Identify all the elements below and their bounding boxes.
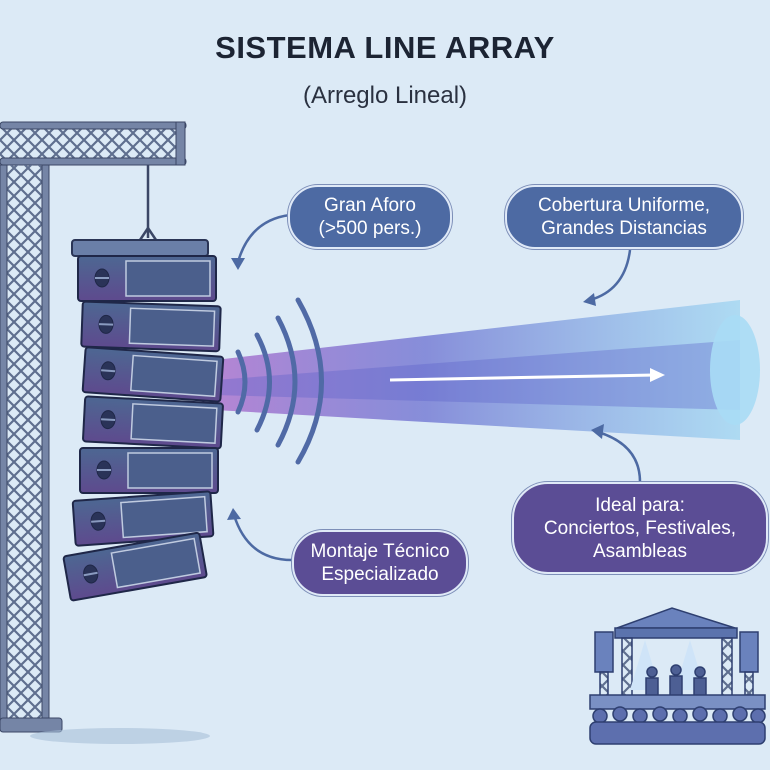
speaker-cabinet: [71, 490, 215, 547]
callout-uses-line1: Ideal para:: [595, 494, 685, 516]
callout-mounting-line1: Montaje Técnico: [310, 541, 450, 562]
callout-uses-line2: Conciertos, Festivales,: [543, 517, 737, 539]
callout-uses: Ideal para: Conciertos, Festivales, Asam…: [512, 482, 768, 574]
truss-structure: [0, 121, 210, 744]
callout-capacity-line2: (>500 pers.): [318, 218, 422, 239]
concert-stage-icon: [589, 607, 766, 745]
callout-coverage-line1: Cobertura Uniforme,: [537, 195, 711, 216]
speaker-array: [62, 239, 225, 602]
chain: [138, 165, 158, 241]
callout-coverage: Cobertura Uniforme, Grandes Distancias: [505, 185, 743, 249]
speaker-cabinet: [81, 346, 225, 403]
callout-capacity: Gran Aforo (>500 pers.): [288, 185, 452, 249]
callout-uses-line3: Asambleas: [593, 540, 687, 562]
sound-waves-icon: [235, 297, 324, 465]
speaker-cabinet: [80, 300, 222, 353]
sound-beam: [215, 300, 740, 440]
page-title: SISTEMA LINE ARRAY: [215, 30, 555, 65]
speaker-cabinet: [77, 255, 217, 302]
speaker-cabinet: [79, 447, 219, 494]
speaker-cabinet: [82, 395, 224, 450]
callout-mounting: Montaje Técnico Especializado: [292, 530, 468, 596]
speaker-cabinet: [62, 532, 208, 602]
callout-mounting-line2: Especializado: [321, 564, 439, 585]
callout-capacity-line1: Gran Aforo: [324, 195, 416, 216]
beam-arrow-icon: [389, 373, 656, 382]
callout-coverage-line2: Grandes Distancias: [541, 218, 707, 239]
callout-arrows: [232, 213, 642, 562]
beam-end: [710, 315, 760, 425]
page-subtitle: (Arreglo Lineal): [302, 82, 468, 109]
